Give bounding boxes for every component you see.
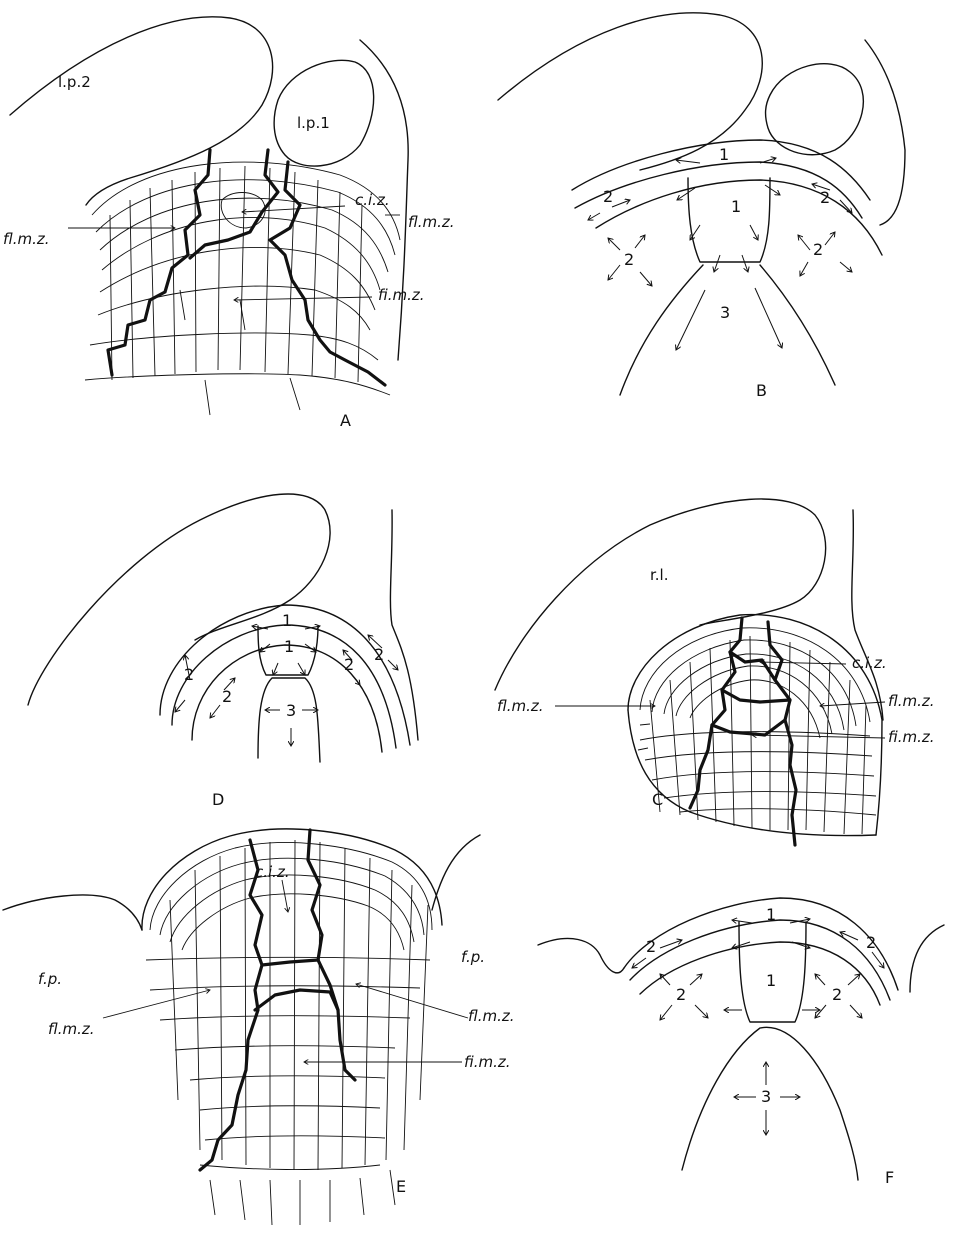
panel-d-zone-2d: 2: [344, 655, 354, 674]
panel-e-label-flmz-right: fl.m.z.: [468, 1007, 514, 1025]
panel-e-thick-wall-left: [200, 840, 262, 1170]
panel-f-zone-3: 3: [761, 1087, 771, 1106]
panel-e: c.i.z. f.p. f.p. fl.m.z. fl.m.z. fi.m.z.…: [3, 829, 514, 1225]
panel-d-zone-2c: 2: [222, 687, 232, 706]
panel-d-zone-3: 3: [286, 701, 296, 720]
panel-e-thick-wall-right: [308, 830, 355, 1080]
panel-f-flank-right-outline: [910, 925, 944, 992]
panel-d-rib-meristem: [258, 678, 320, 762]
panel-a-leaf-primordium-2-outline: [10, 17, 273, 205]
panel-a-label-ciz: c.i.z.: [355, 191, 390, 209]
panel-c-label-rl: r.l.: [650, 566, 669, 584]
panel-d-zone-2a: 2: [184, 665, 194, 684]
panel-d-zone-1b: 1: [284, 637, 294, 656]
panel-e-label-flmz-left: fl.m.z.: [48, 1020, 94, 1038]
panel-e-letter: E: [396, 1177, 406, 1196]
panel-a-label-lp1: l.p.1: [297, 114, 330, 132]
panel-b-axil-outline: [865, 40, 905, 225]
panel-a-label-flmz-left: fl.m.z.: [3, 230, 49, 248]
panel-d-zone-2b: 2: [374, 645, 384, 664]
panel-c: r.l. c.i.z. fl.m.z. fl.m.z. fi.m.z. C: [495, 499, 934, 845]
panel-f-tunica-inner: [630, 920, 890, 1000]
panel-d-zone-1a: 1: [282, 611, 292, 630]
panel-c-label-flmz-left: fl.m.z.: [497, 697, 543, 715]
panel-a-label-fimz: fi.m.z.: [378, 286, 424, 304]
panel-d-leaf-outline: [28, 494, 330, 705]
panel-a-letter: A: [340, 411, 351, 430]
panel-a-thick-wall-center: [190, 150, 278, 258]
panel-b-zone-1a: 1: [719, 145, 729, 164]
panel-b-letter: B: [756, 381, 767, 400]
panel-c-label-flmz-right: fl.m.z.: [888, 692, 934, 710]
panel-f-flank-left-outline: [538, 938, 624, 972]
panel-b-rib-meristem-left: [620, 265, 703, 395]
panel-c-letter: C: [652, 790, 663, 809]
panel-e-label-fp-left: f.p.: [38, 970, 62, 988]
panel-f-zone-2a: 2: [646, 937, 656, 956]
panel-f: 1 1 2 2 2 2 3 F: [538, 898, 944, 1187]
panel-c-axil-outline: [852, 510, 883, 720]
panel-e-thick-wall-center: [255, 960, 338, 1010]
panel-f-letter: F: [885, 1168, 894, 1187]
panel-e-label-fp-right: f.p.: [461, 948, 485, 966]
panel-f-growth-arrows: [632, 919, 884, 1135]
panel-a: l.p.2 l.p.1 c.i.z. fl.m.z. fl.m.z. fi.m.…: [3, 17, 454, 430]
panel-b-corpus-central: [688, 178, 770, 262]
panel-e-label-fimz: fi.m.z.: [464, 1053, 510, 1071]
panel-c-leaf-outline: [495, 499, 826, 690]
panel-e-floral-primordium-left-outline: [3, 895, 142, 930]
panel-c-label-fimz: fi.m.z.: [888, 728, 934, 746]
panel-e-cell-network: [146, 840, 432, 1225]
panel-f-zone-2c: 2: [676, 985, 686, 1004]
panel-b-zone-3: 3: [720, 303, 730, 322]
panel-a-label-lp2: l.p.2: [58, 73, 91, 91]
panel-e-floral-primordium-right-outline: [432, 835, 480, 910]
panel-b-zone-2b: 2: [820, 188, 830, 207]
panel-d: 1 1 2 2 2 2 3 D: [28, 494, 418, 809]
panel-d-letter: D: [212, 790, 224, 809]
panel-f-zone-2b: 2: [866, 933, 876, 952]
panel-b-zone-2a: 2: [603, 187, 613, 206]
panel-f-zone-1a: 1: [766, 905, 776, 924]
panel-b-zone-2d: 2: [813, 240, 823, 259]
panel-b-zone-1b: 1: [731, 197, 741, 216]
panel-e-label-ciz: c.i.z.: [255, 863, 290, 881]
panel-e-leader-lines: [103, 880, 468, 1062]
panel-b-tunica-inner: [575, 162, 862, 218]
panel-f-zone-1b: 1: [766, 971, 776, 990]
panel-c-label-ciz: c.i.z.: [852, 654, 887, 672]
panel-c-apex-outline: [628, 615, 882, 835]
panel-d-axil-outline: [390, 510, 418, 740]
panel-a-cell-network: [85, 162, 400, 415]
panel-b: 1 1 2 2 2 2 3 B: [498, 13, 905, 400]
panel-b-zone-2c: 2: [624, 250, 634, 269]
panel-a-label-flmz-right: fl.m.z.: [408, 213, 454, 231]
panel-f-zone-2d: 2: [832, 985, 842, 1004]
